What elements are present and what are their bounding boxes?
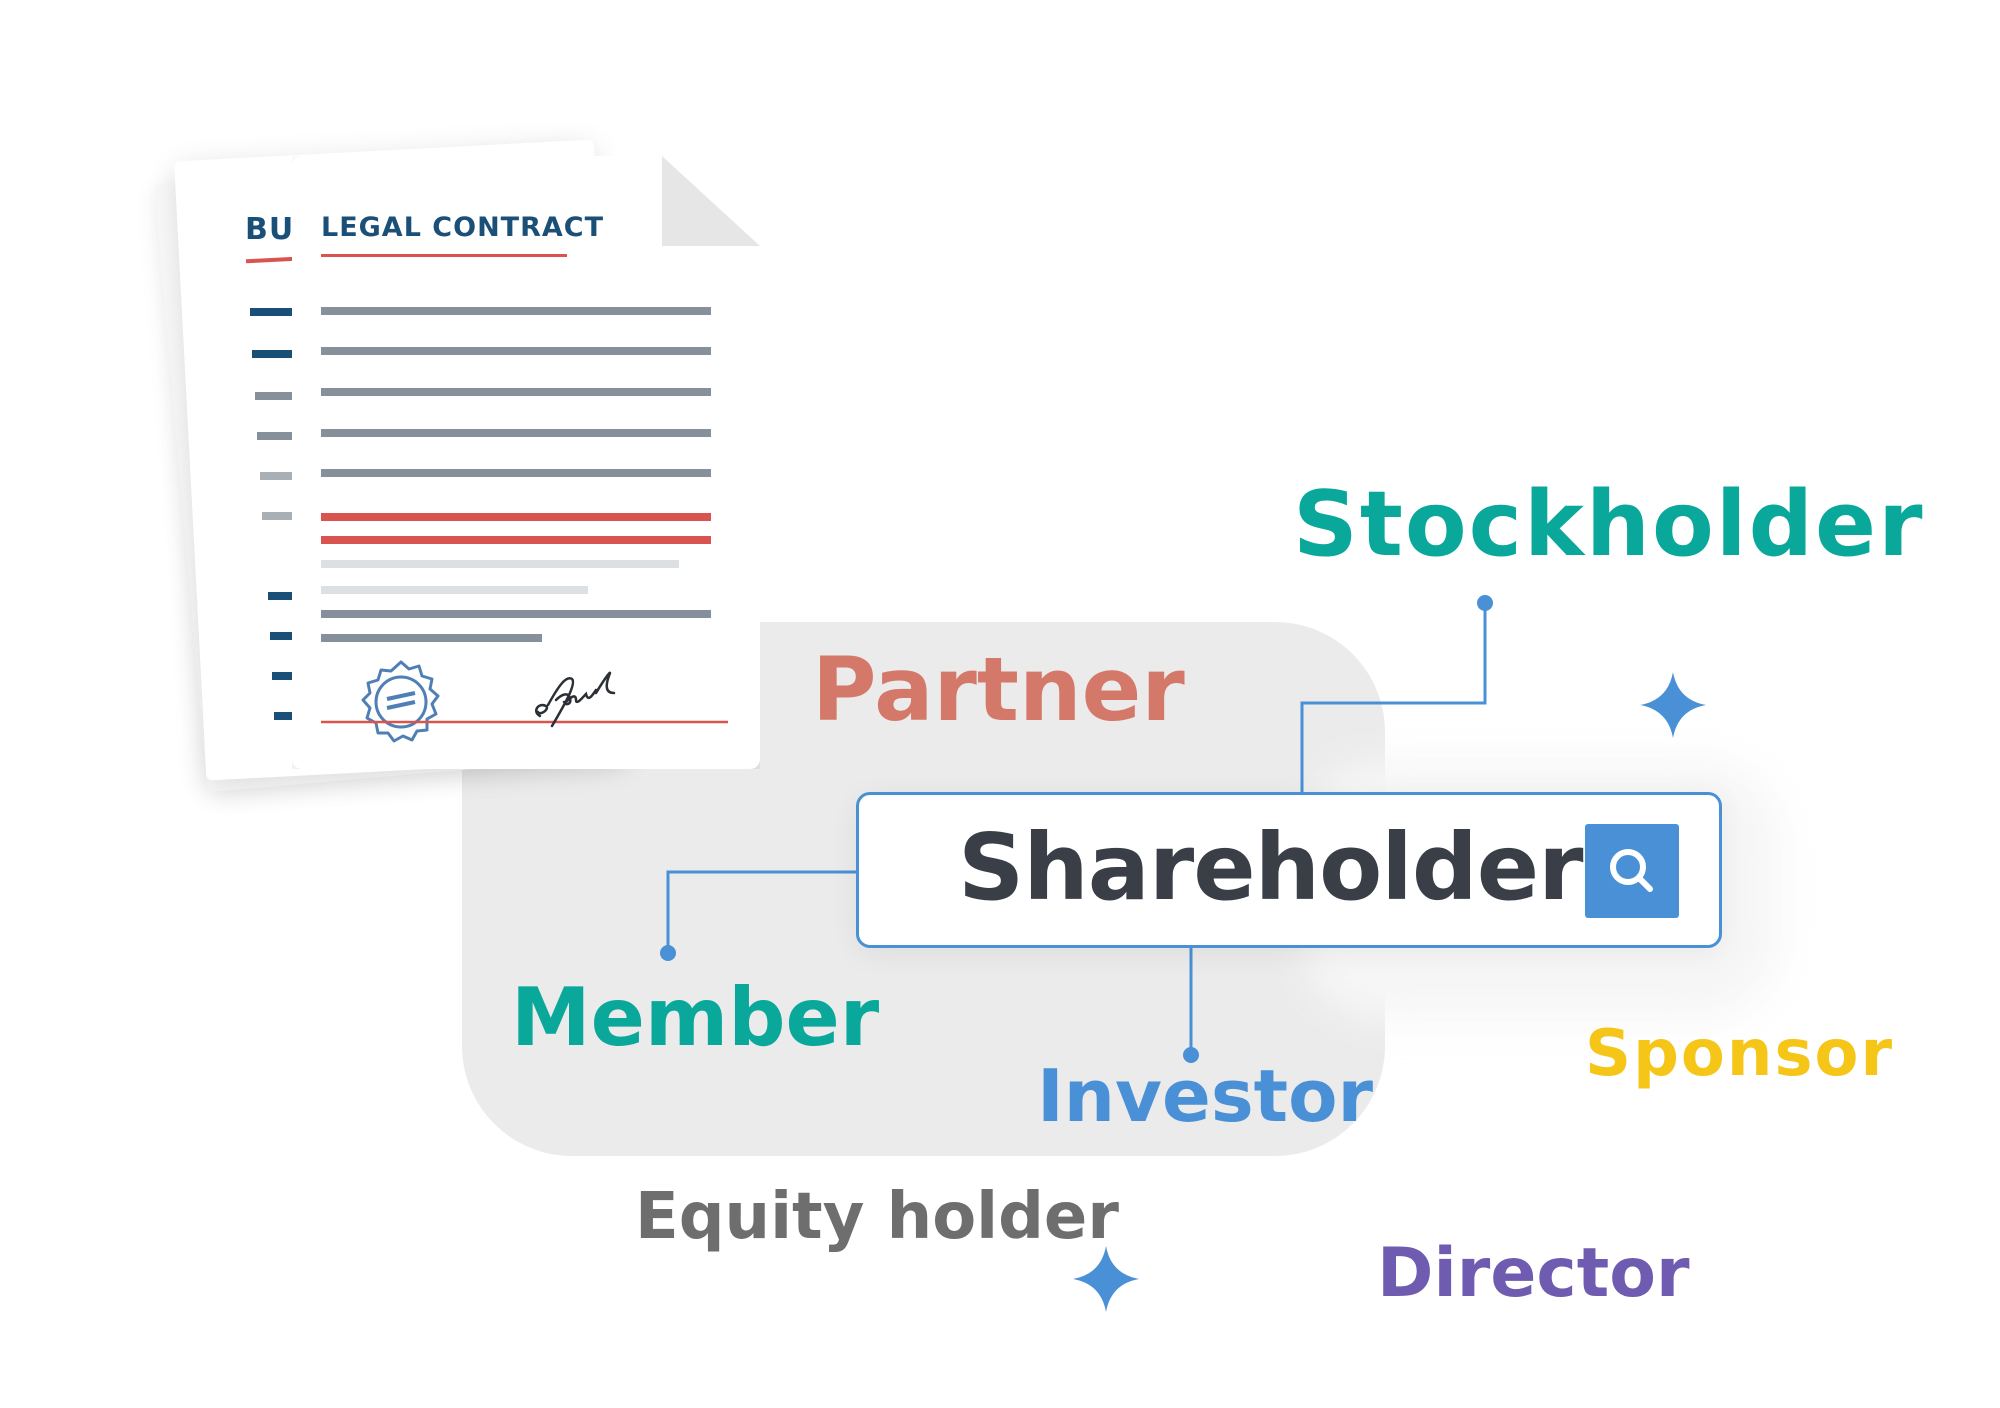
text-line: [321, 347, 711, 355]
connector-dot: [660, 945, 676, 961]
back-line: [255, 392, 305, 400]
seal-icon: [361, 660, 440, 743]
term-sponsor: Sponsor: [1585, 1017, 1895, 1091]
term-director: Director: [1377, 1234, 1690, 1313]
connector-dot: [1183, 1047, 1199, 1063]
text-line: [321, 469, 711, 477]
connector-dot: [1477, 595, 1493, 611]
back-line: [262, 512, 312, 520]
title-underline: [321, 254, 567, 257]
contract-title: LEGAL CONTRACT: [321, 212, 605, 243]
text-line-light: [321, 586, 588, 594]
text-line: [321, 634, 542, 642]
term-stockholder: Stockholder: [1293, 472, 1925, 577]
sparkle-icon: [1073, 1246, 1139, 1312]
back-line: [257, 432, 307, 440]
back-line: [250, 308, 300, 316]
text-line: [321, 429, 711, 437]
highlight-line: [321, 536, 711, 544]
highlight-line: [321, 513, 711, 521]
signature-icon: [535, 671, 616, 728]
term-investor: Investor: [1037, 1054, 1374, 1138]
text-line: [321, 307, 711, 315]
search-button[interactable]: [1585, 824, 1679, 918]
search-icon: [1610, 849, 1653, 892]
back-line: [252, 350, 302, 358]
connector-lines: [666, 603, 1487, 1055]
text-line-light: [321, 560, 679, 568]
text-line: [321, 610, 711, 618]
sparkle-icon: [1640, 672, 1706, 738]
term-member: Member: [511, 971, 880, 1064]
text-line: [321, 388, 711, 396]
back-line: [260, 472, 310, 480]
term-partner: Partner: [812, 638, 1185, 741]
term-equity-holder: Equity holder: [635, 1180, 1119, 1254]
search-input-value: Shareholder: [958, 814, 1583, 921]
legal-contract-document: [292, 156, 760, 769]
search-input[interactable]: [856, 792, 1722, 948]
back-document-title: BU: [245, 212, 295, 247]
